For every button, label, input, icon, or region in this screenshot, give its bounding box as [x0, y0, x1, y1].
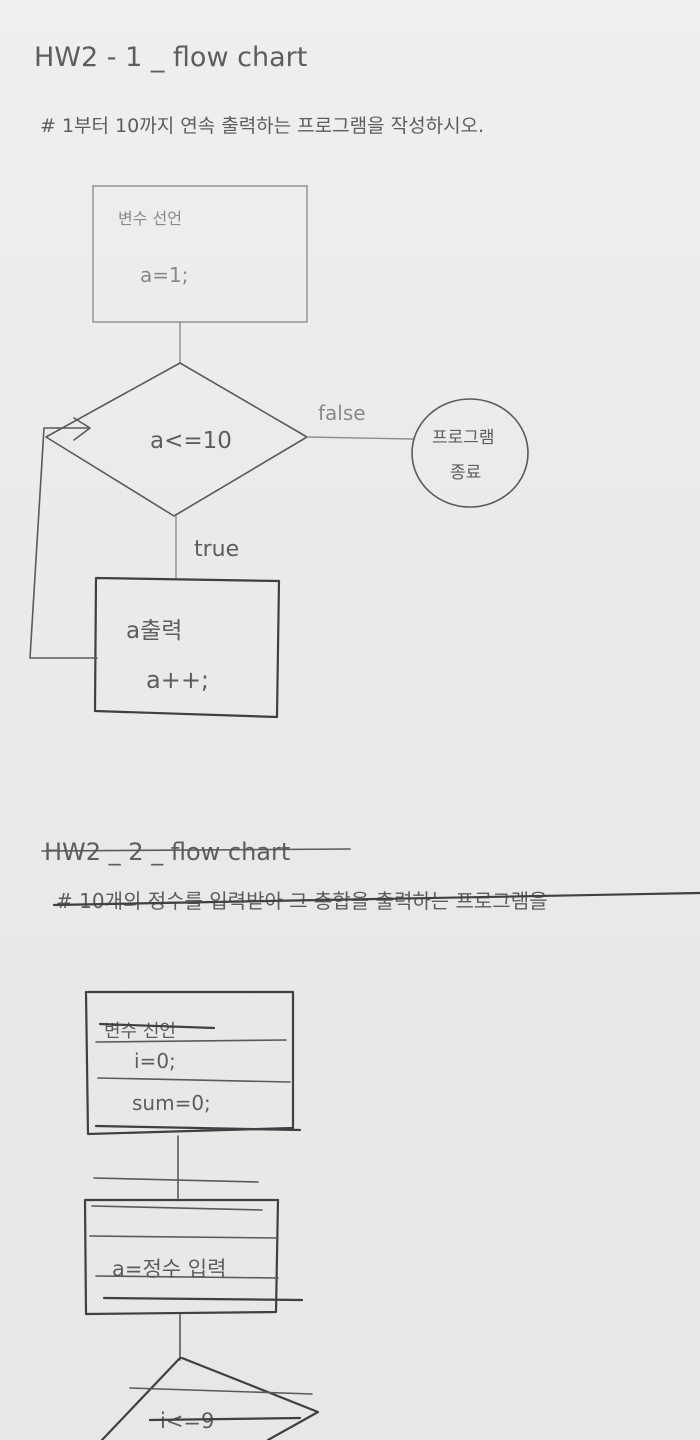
hw2-input-box: [83, 1198, 280, 1316]
hw1-task: # 1부터 10까지 연속 출력하는 프로그램을 작성하시오.: [40, 115, 484, 137]
hw1-false-label: false: [318, 401, 366, 425]
hw2-ruled-line-4: [93, 1177, 259, 1183]
hw1-end-line2: 종료: [450, 463, 481, 483]
hw2-declare-box: [84, 990, 295, 1136]
hw1-condition-text: a<=10: [150, 428, 232, 454]
hw2-ruled-line-9: [129, 1387, 313, 1395]
hw1-false-line: [306, 436, 414, 440]
hw2-ruled-line-6: [89, 1235, 279, 1239]
hw1-declare-box: [92, 185, 308, 323]
hw1-print-text: a출력: [126, 618, 182, 644]
hw2-ruled-line-5: [91, 1205, 263, 1211]
hw2-ruled-line-8: [102, 1296, 304, 1302]
hw2-title-underline: [41, 848, 351, 852]
hw2-ruled-line-7: [95, 1275, 279, 1279]
hw1-end-line1: 프로그램: [432, 428, 495, 448]
hw2-ruled-line-1: [95, 1039, 287, 1043]
hw2-title: HW2 _ 2 _ flow chart: [44, 838, 290, 866]
hw2-ruled-line-3: [94, 1124, 302, 1132]
hw1-init-text: a=1;: [140, 263, 188, 287]
hw2-declare-strike: [98, 1022, 216, 1030]
hw2-task-strikethrough: [52, 891, 700, 907]
hw1-loop-back-line: [29, 427, 98, 659]
hw2-diamond-left: [100, 1356, 182, 1440]
hw1-process-box: [93, 576, 281, 719]
hw1-loop-arrowhead: [73, 417, 91, 441]
hw1-title: HW2 - 1 _ flow chart: [34, 42, 307, 73]
hw1-increment-text: a++;: [146, 666, 209, 694]
hw1-declare-label: 변수 선언: [118, 209, 182, 228]
hw2-condition-text: i<=9: [160, 1409, 214, 1433]
hw2-diamond-right: [180, 1356, 320, 1440]
hw1-end-circle: [411, 398, 529, 508]
hw2-ruled-line-10: [148, 1416, 302, 1422]
hw2-init-sum-text: sum=0;: [132, 1091, 211, 1115]
hw2-init-i-text: i=0;: [134, 1049, 176, 1073]
hw1-true-label: true: [194, 537, 239, 562]
hw2-ruled-line-2: [97, 1077, 291, 1083]
hw1-decision-diamond: [45, 362, 308, 517]
